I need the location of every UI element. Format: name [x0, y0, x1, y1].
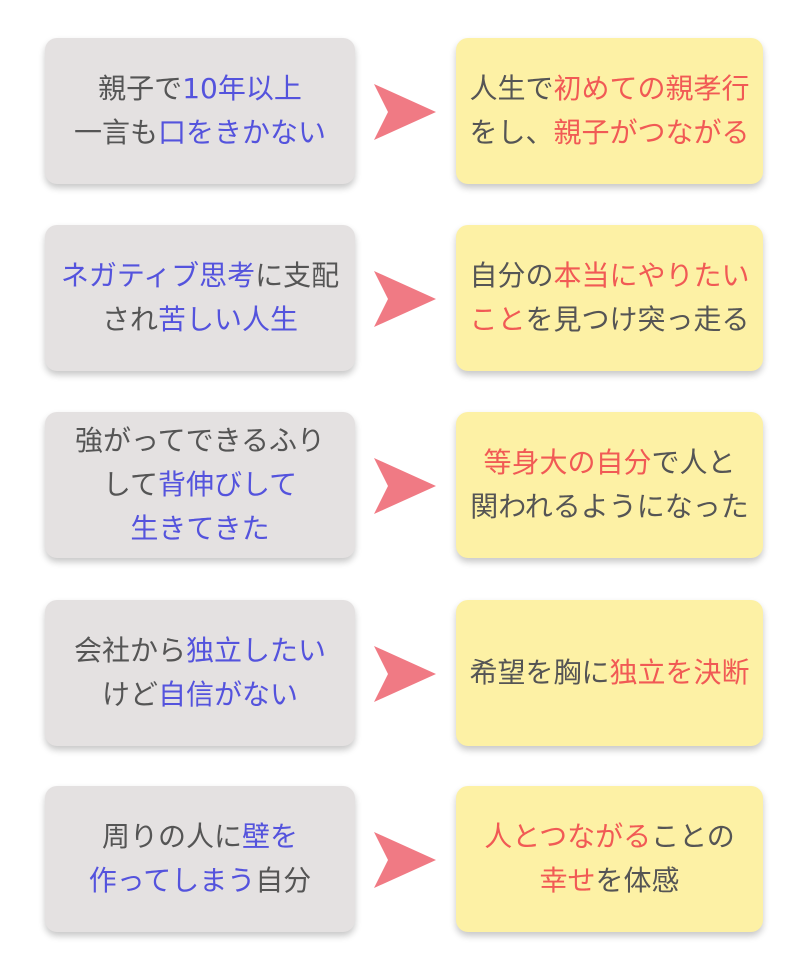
- highlight-text: 等身大の自分: [483, 446, 652, 479]
- text-line: 等身大の自分で人と: [483, 441, 735, 485]
- comparison-row: 周りの人に壁を作ってしまう自分人とつながることの幸せを体感: [0, 786, 800, 936]
- text-line: 人とつながることの: [484, 815, 735, 859]
- body-text: 自分: [255, 864, 312, 897]
- body-text: を体感: [595, 864, 680, 897]
- highlight-text: 初めての親孝行: [553, 72, 750, 105]
- highlight-text: 幸せ: [539, 864, 596, 897]
- highlight-text: 本当にやりたい: [553, 259, 750, 292]
- body-text: けど: [101, 678, 158, 711]
- body-text: で人と: [651, 446, 736, 479]
- highlight-text: 親子がつながる: [553, 116, 750, 149]
- text-line: して背伸びして: [103, 463, 297, 507]
- after-box: 等身大の自分で人と関われるようになった: [456, 412, 763, 558]
- text-line: 関われるようになった: [470, 485, 749, 529]
- highlight-text: 苦しい人生: [158, 303, 299, 336]
- highlight-text: こと: [469, 303, 526, 336]
- body-text: に支配: [255, 259, 340, 292]
- text-line: 人生で初めての親孝行: [469, 67, 749, 111]
- text-line: 生きてきた: [130, 507, 269, 551]
- comparison-row: 会社から独立したいけど自信がない希望を胸に独立を決断: [0, 600, 800, 750]
- text-line: 一言も口をきかない: [74, 111, 326, 155]
- body-text: され: [101, 303, 158, 336]
- after-box: 人とつながることの幸せを体感: [456, 786, 763, 932]
- comparison-row: 強がってできるふりして背伸びして生きてきた等身大の自分で人と関われるようになった: [0, 412, 800, 562]
- body-text: 周りの人に: [101, 820, 242, 853]
- comparison-row: ネガティブ思考に支配され苦しい人生自分の本当にやりたいことを見つけ突っ走る: [0, 225, 800, 375]
- body-text: 自分の: [469, 259, 554, 292]
- text-line: 強がってできるふり: [75, 419, 325, 463]
- body-text: 会社から: [73, 634, 186, 667]
- arrow-right-icon: [374, 832, 436, 888]
- comparison-row: 親子で10年以上一言も口をきかない人生で初めての親孝行をし、親子がつながる: [0, 38, 800, 188]
- highlight-text: 独立を決断: [609, 656, 750, 689]
- after-box: 人生で初めての親孝行をし、親子がつながる: [456, 38, 763, 184]
- text-line: 作ってしまう自分: [89, 859, 312, 903]
- after-box: 希望を胸に独立を決断: [456, 600, 763, 746]
- highlight-text: 口をきかない: [158, 116, 327, 149]
- text-line: をし、親子がつながる: [469, 111, 749, 155]
- highlight-text: 自信がない: [158, 678, 299, 711]
- body-text: ことの: [651, 820, 735, 853]
- highlight-text: 独立したい: [186, 634, 327, 667]
- before-box: 強がってできるふりして背伸びして生きてきた: [45, 412, 355, 558]
- text-line: 周りの人に壁を: [102, 815, 298, 859]
- text-line: ネガティブ思考に支配: [61, 254, 339, 298]
- arrow-right-icon: [374, 646, 436, 702]
- highlight-text: 壁を: [242, 820, 299, 853]
- body-text: 親子で: [98, 72, 183, 105]
- highlight-text: 10年以上: [182, 72, 302, 105]
- body-text: 強がってできるふり: [74, 424, 326, 457]
- highlight-text: 背伸びして: [158, 468, 298, 501]
- text-line: ことを見つけ突っ走る: [469, 298, 749, 342]
- before-box: 周りの人に壁を作ってしまう自分: [45, 786, 355, 932]
- arrow-right-icon: [374, 84, 436, 140]
- highlight-text: ネガティブ思考: [60, 259, 256, 292]
- before-box: ネガティブ思考に支配され苦しい人生: [45, 225, 355, 371]
- body-text: 関われるようになった: [470, 490, 749, 523]
- highlight-text: 人とつながる: [484, 820, 652, 853]
- arrow-right-icon: [374, 458, 436, 514]
- body-text: 人生で: [469, 72, 554, 105]
- arrow-right-icon: [374, 271, 436, 327]
- body-text: 一言も: [73, 116, 158, 149]
- body-text: を見つけ突っ走る: [525, 303, 750, 336]
- highlight-text: 作ってしまう: [88, 864, 256, 897]
- text-line: 親子で10年以上: [98, 67, 302, 111]
- text-line: 希望を胸に独立を決断: [469, 651, 749, 695]
- before-box: 会社から独立したいけど自信がない: [45, 600, 355, 746]
- text-line: けど自信がない: [102, 673, 298, 717]
- text-line: され苦しい人生: [102, 298, 298, 342]
- text-line: 幸せを体感: [539, 859, 679, 903]
- highlight-text: 生きてきた: [130, 512, 270, 545]
- body-text: をし、: [469, 116, 554, 149]
- before-box: 親子で10年以上一言も口をきかない: [45, 38, 355, 184]
- text-line: 会社から独立したい: [74, 629, 326, 673]
- body-text: して: [102, 468, 158, 501]
- after-box: 自分の本当にやりたいことを見つけ突っ走る: [456, 225, 763, 371]
- body-text: 希望を胸に: [469, 656, 610, 689]
- text-line: 自分の本当にやりたい: [469, 254, 749, 298]
